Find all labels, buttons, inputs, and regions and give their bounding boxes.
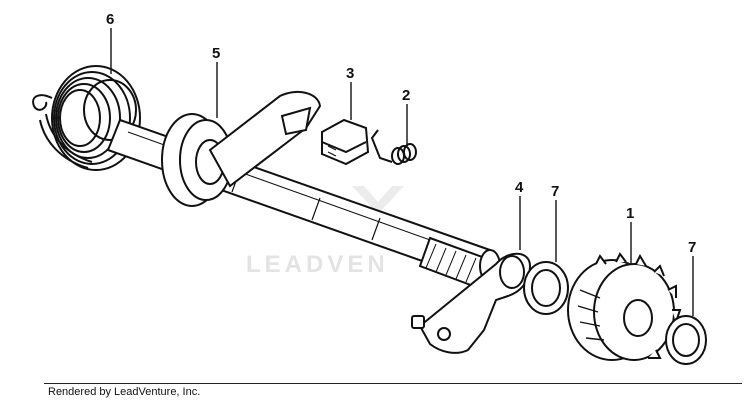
callout-collar: 5 bbox=[212, 45, 220, 118]
callout-label: 1 bbox=[626, 205, 634, 222]
exploded-parts-diagram: LEADVEN bbox=[32, 11, 707, 365]
part-washer-right bbox=[665, 315, 707, 365]
callout-small-spring: 2 bbox=[402, 87, 410, 146]
part-small-spring bbox=[370, 129, 417, 165]
part-arm bbox=[411, 252, 532, 354]
callout-spring: 6 bbox=[106, 11, 114, 74]
callout-washer-left: 7 bbox=[551, 183, 559, 262]
callout-label: 2 bbox=[402, 87, 410, 104]
callout-label: 4 bbox=[515, 179, 524, 196]
watermark-text: LEADVEN bbox=[246, 251, 389, 278]
part-lever-plate bbox=[208, 90, 322, 188]
part-ratchet bbox=[321, 118, 370, 166]
footer-credit: Rendered by LeadVenture, Inc. bbox=[48, 386, 201, 398]
callout-gear: 1 bbox=[626, 205, 634, 264]
callout-arm: 4 bbox=[515, 179, 524, 250]
part-gear bbox=[567, 252, 682, 361]
callout-washer-right: 7 bbox=[688, 239, 696, 316]
callout-ratchet: 3 bbox=[346, 65, 354, 120]
part-collar bbox=[161, 113, 233, 207]
watermark-logo: LEADVEN bbox=[246, 186, 404, 278]
part-washer-left bbox=[523, 261, 569, 315]
callout-label: 7 bbox=[551, 183, 559, 200]
callout-label: 5 bbox=[212, 45, 220, 62]
callout-label: 7 bbox=[688, 239, 696, 256]
footer-divider bbox=[44, 383, 742, 384]
callout-label: 3 bbox=[346, 65, 354, 82]
callout-label: 6 bbox=[106, 11, 114, 28]
